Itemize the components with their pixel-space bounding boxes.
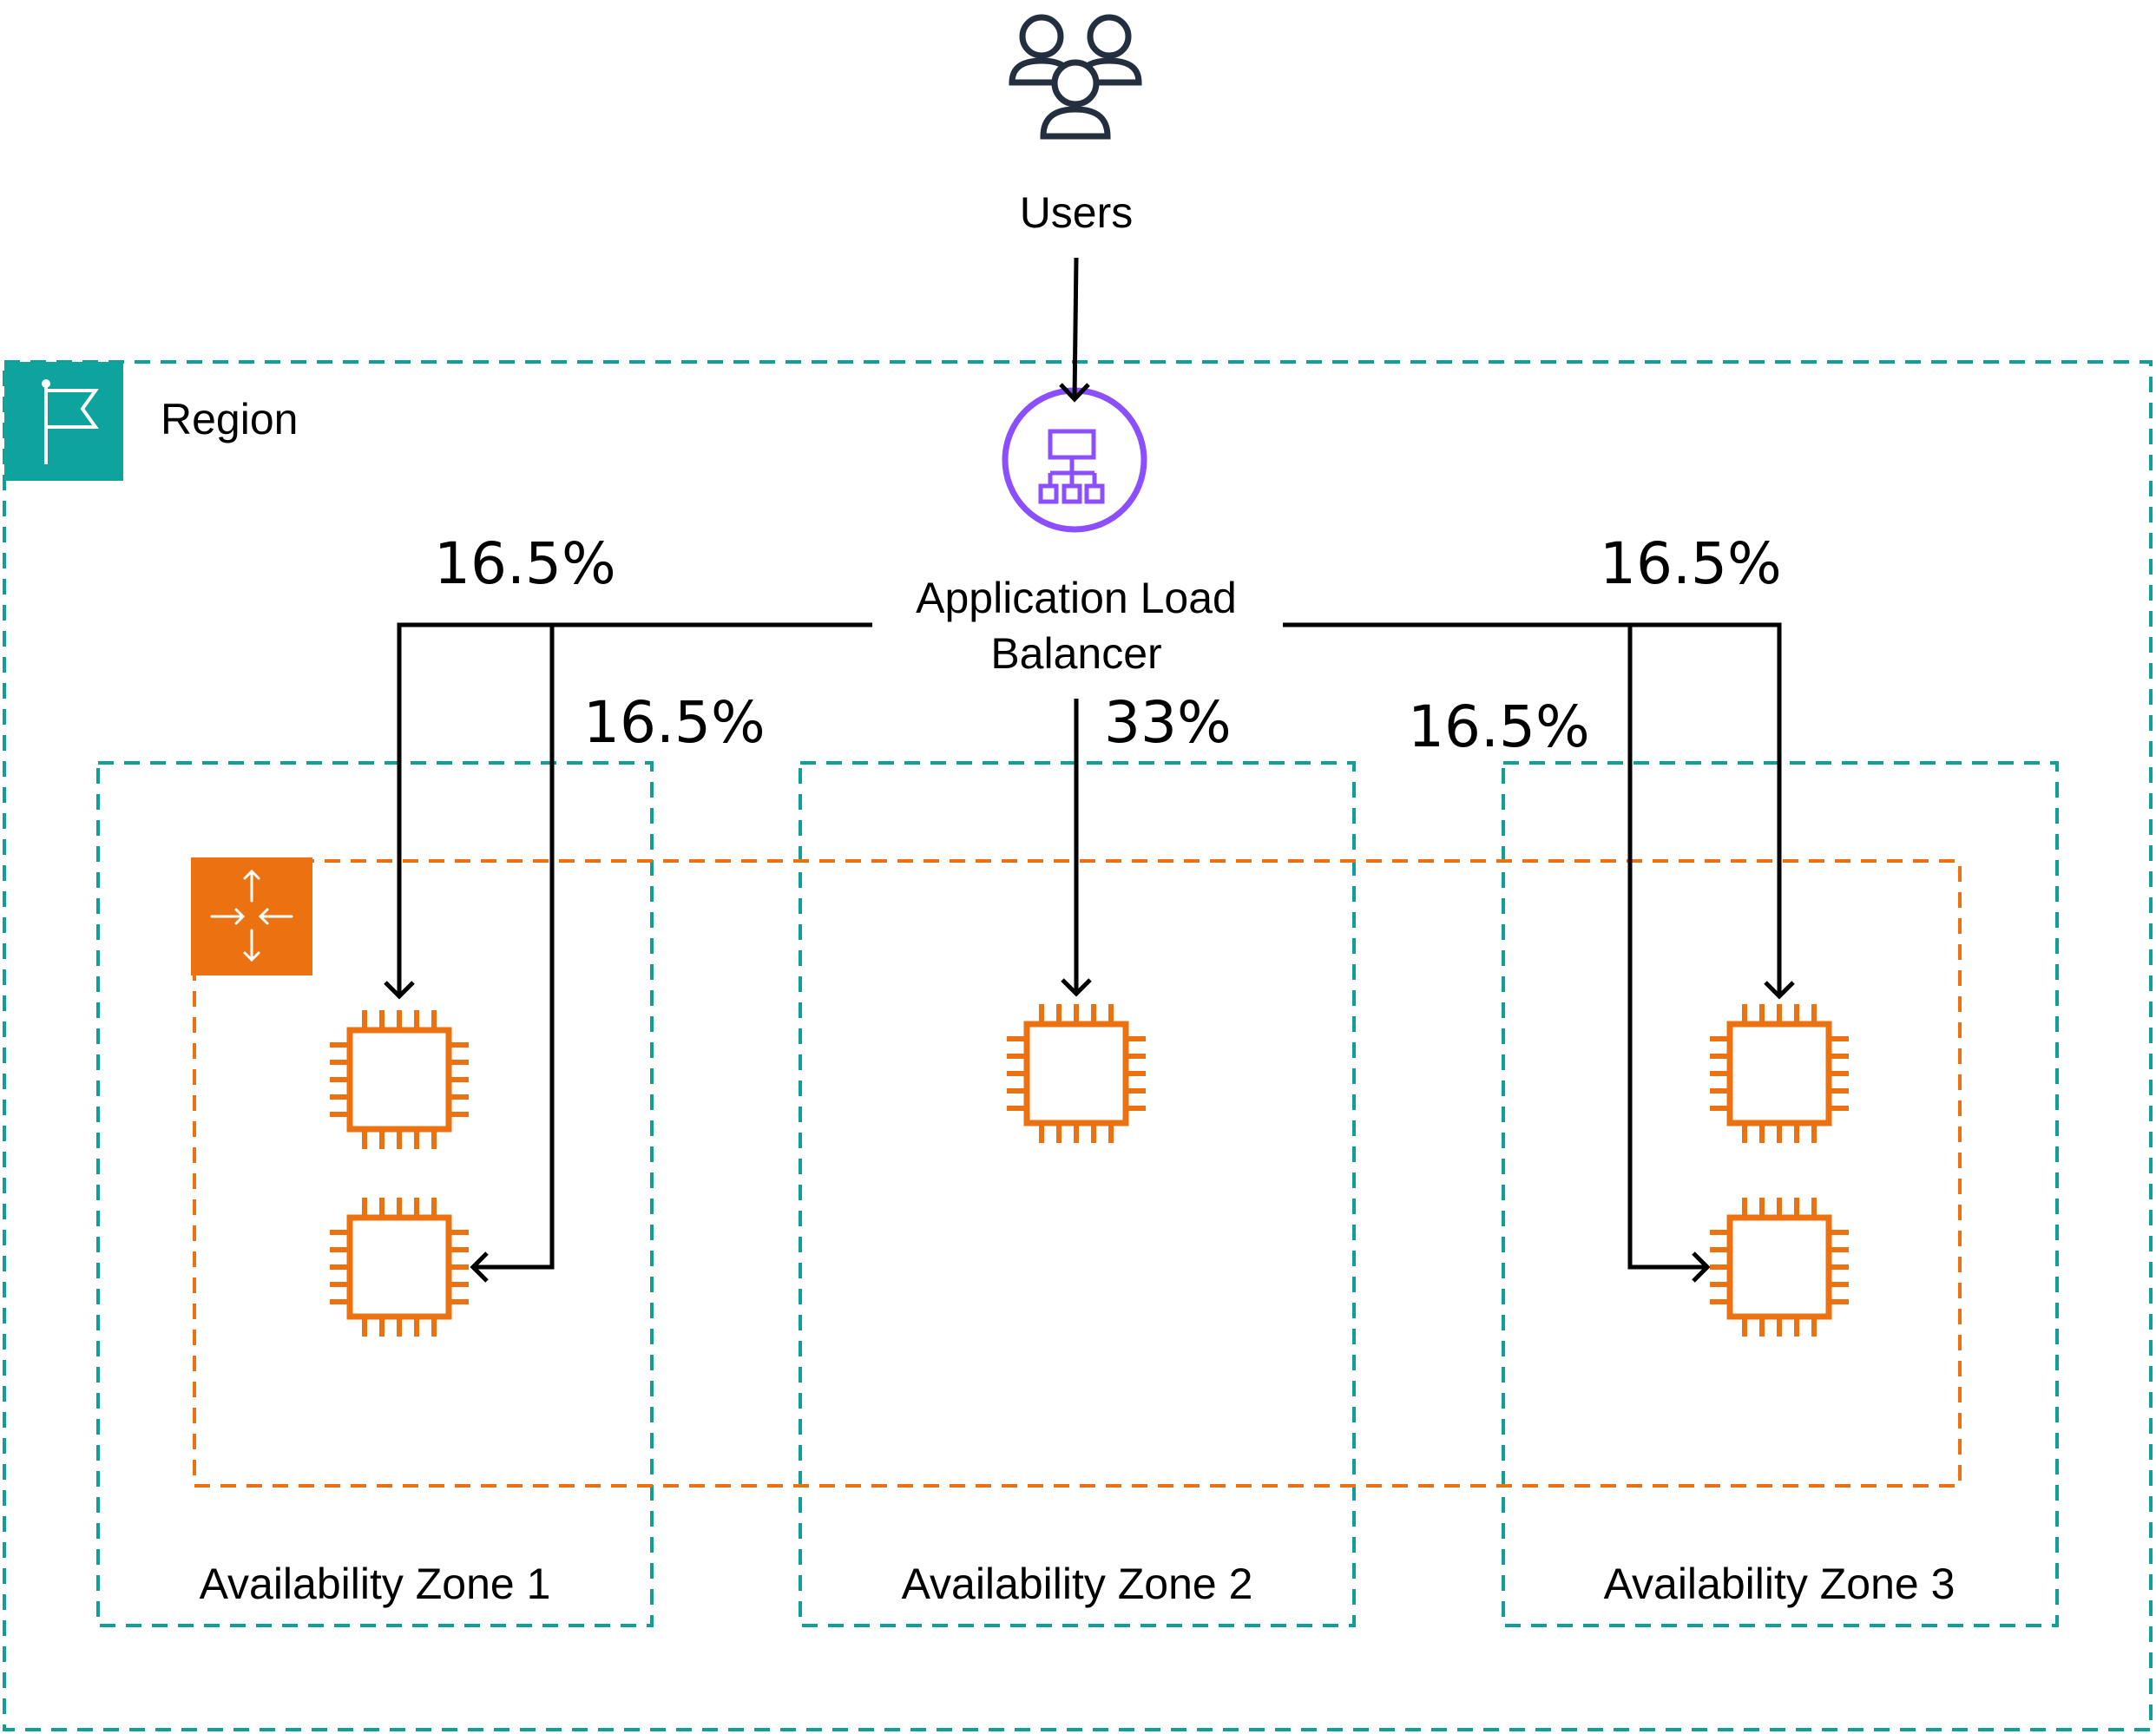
- traffic-percent-az1-top: 16.5%: [434, 530, 616, 597]
- region-boundary: [3, 360, 2153, 1731]
- arrow-users-to-load-balancer: [1059, 257, 1090, 403]
- ec2-instance-chip-icon: [1009, 1007, 1143, 1140]
- traffic-percent-az3-top: 16.5%: [1600, 530, 1782, 597]
- arrow-to-az3-instance-top: [1283, 622, 1795, 1000]
- users-group-icon: [1009, 14, 1142, 140]
- availability-zone-2-boundary: [799, 761, 1356, 1627]
- availability-zone-2-label: Availability Zone 2: [902, 1560, 1253, 1608]
- auto-scaling-icon: [191, 857, 312, 975]
- arrow-to-az3-instance-bottom: [1627, 625, 1711, 1283]
- ec2-instance-chip-icon: [332, 1013, 466, 1146]
- application-load-balancer-icon: [1002, 387, 1147, 533]
- ec2-instance-chip-icon: [1712, 1007, 1846, 1140]
- traffic-percent-az3-bottom: 16.5%: [1408, 693, 1590, 760]
- auto-scaling-group-boundary: [193, 859, 1962, 1488]
- ec2-instance-chip-icon: [1712, 1200, 1846, 1334]
- region-flag-icon: [4, 362, 123, 481]
- users-label: Users: [1020, 188, 1134, 237]
- arrow-to-az1-instance-top: [384, 622, 872, 1000]
- traffic-percent-az2: 33%: [1104, 689, 1232, 756]
- ec2-instance-chip-icon: [332, 1200, 466, 1334]
- traffic-percent-az1-bottom: 16.5%: [583, 689, 766, 756]
- availability-zone-3-boundary: [1502, 761, 2059, 1627]
- availability-zone-3-label: Availability Zone 3: [1604, 1560, 1956, 1608]
- region-label: Region: [161, 395, 298, 443]
- load-balancer-label-line1: Application Load: [916, 574, 1237, 622]
- load-balancer-label-line2: Balancer: [990, 629, 1161, 678]
- arrow-to-az1-instance-bottom: [470, 625, 555, 1283]
- availability-zone-1-boundary: [96, 761, 654, 1627]
- arrow-to-az2-instance: [1061, 699, 1092, 997]
- availability-zone-1-label: Availability Zone 1: [200, 1560, 551, 1608]
